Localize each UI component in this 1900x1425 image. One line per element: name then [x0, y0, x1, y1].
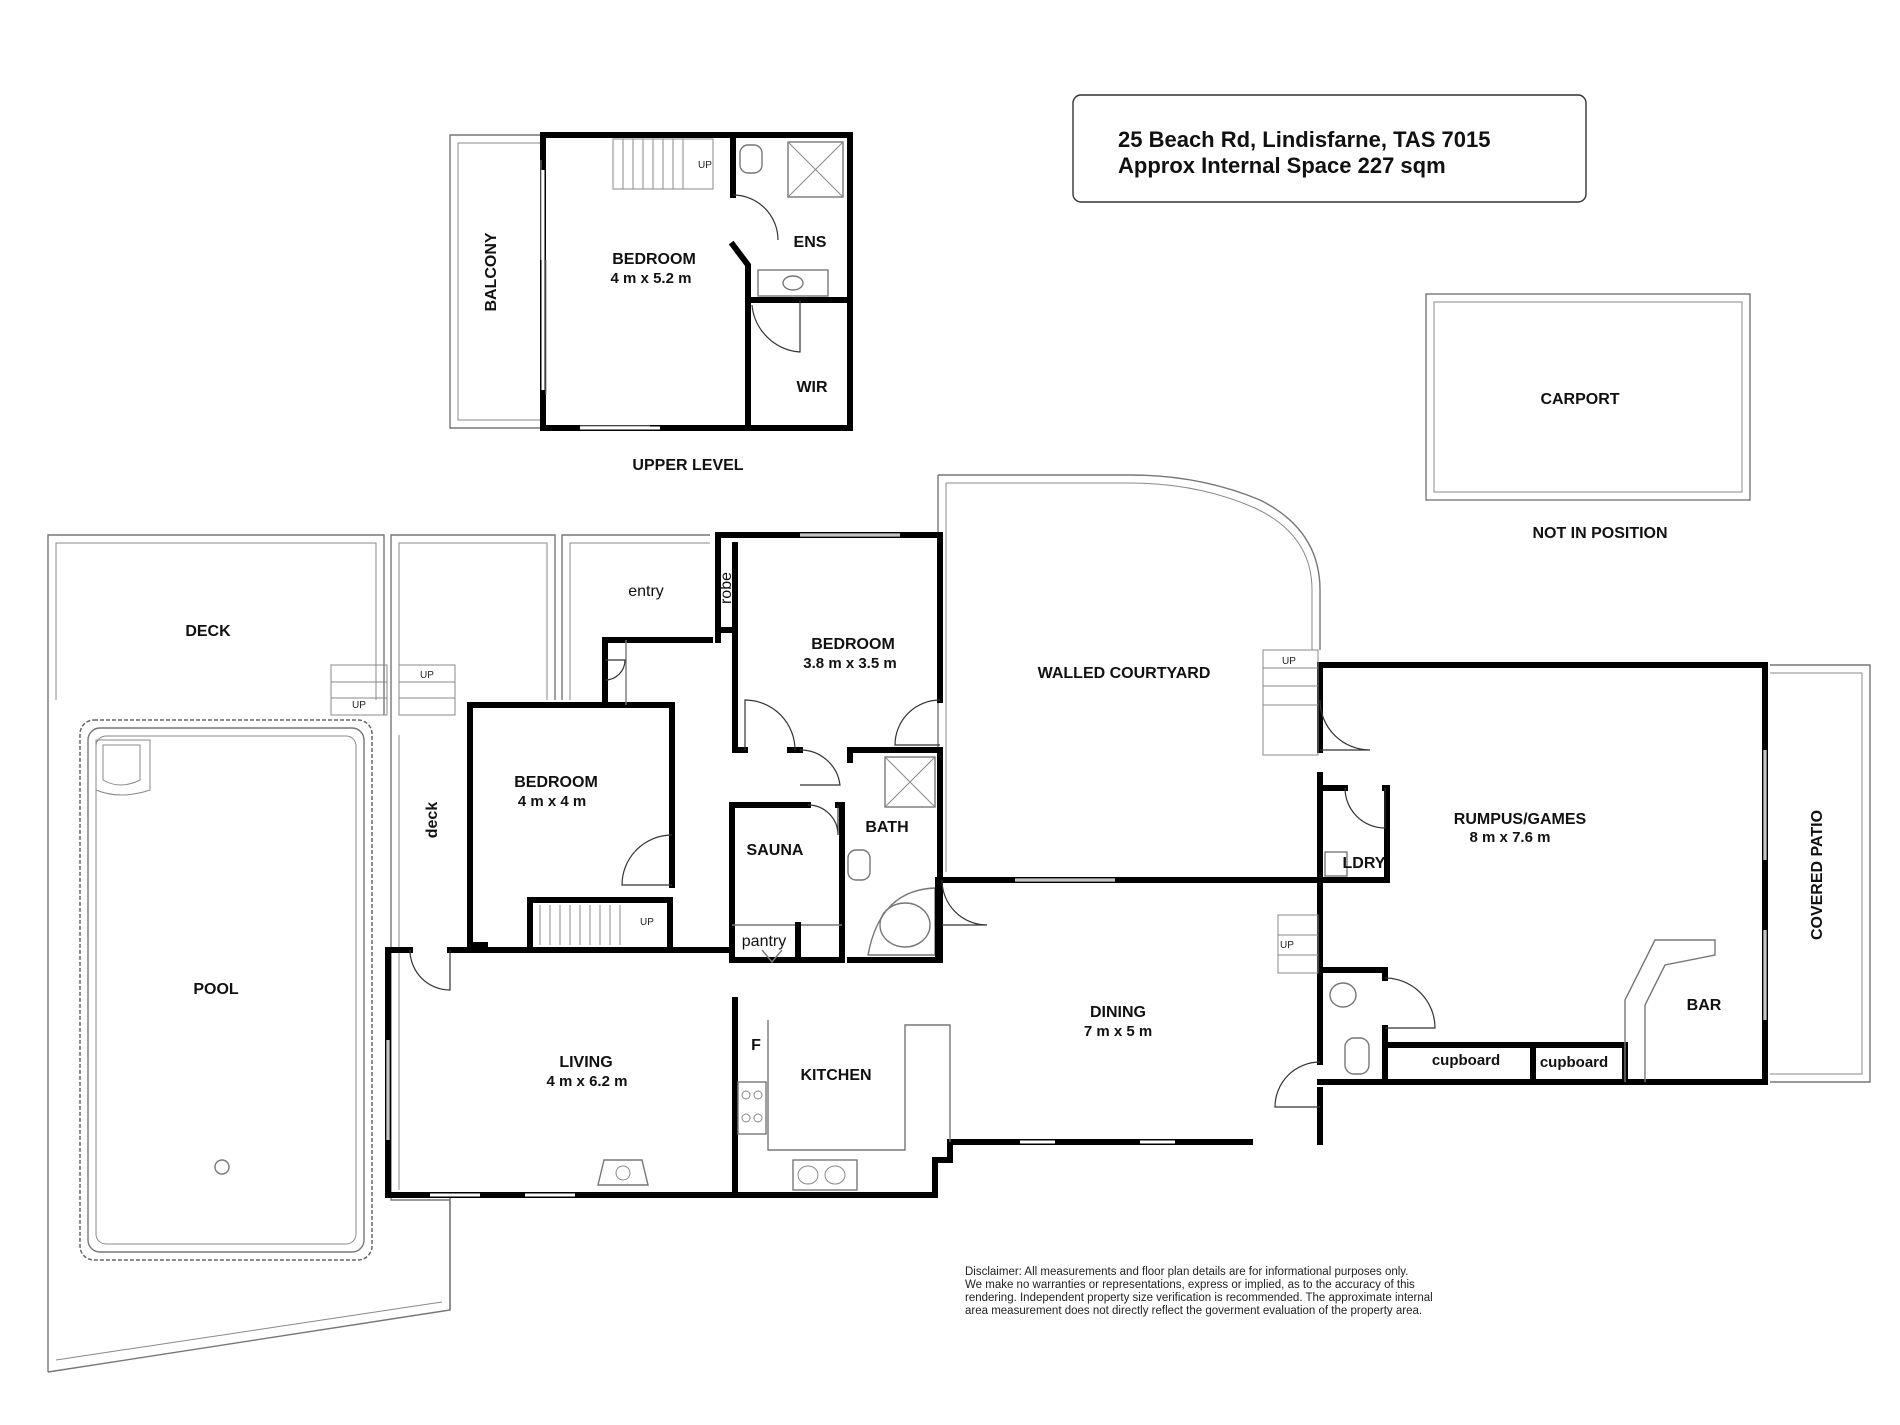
disclaimer-line: rendering. Independent property size ver… — [965, 1292, 1433, 1304]
ens-vanity — [757, 269, 829, 297]
door-swings — [409, 659, 1436, 1108]
wc-basin — [1329, 982, 1357, 1008]
ens-shower — [787, 141, 844, 198]
dining-dim: 7 m x 5 m — [1084, 1023, 1152, 1040]
ground-walls: UP — [385, 532, 1768, 1198]
ldry-label: LDRY — [1343, 855, 1386, 872]
ground-stairs: UP — [539, 905, 654, 945]
deck-steps: UP UP — [330, 664, 456, 716]
pantry-label: pantry — [742, 933, 786, 950]
wir-label: WIR — [796, 379, 828, 396]
disclaimer-line: We make no warranties or representations… — [965, 1279, 1415, 1291]
bedroom2-dim: 3.8 m x 3.5 m — [803, 655, 896, 672]
dining-step-up-label: UP — [1280, 940, 1294, 951]
bedroom1-label: BEDROOM — [514, 774, 598, 791]
robe-label: robe — [718, 572, 735, 604]
walled-courtyard-label: WALLED COURTYARD — [1038, 665, 1211, 682]
upper-stair-up-label: UP — [698, 160, 712, 171]
area-text: Approx Internal Space 227 sqm — [1118, 153, 1446, 178]
deck-step-up-right: UP — [420, 670, 434, 681]
ens-label: ENS — [794, 234, 827, 251]
disclaimer-line: Disclaimer: All measurements and floor p… — [965, 1266, 1409, 1278]
bedroom1-dim: 4 m x 4 m — [518, 793, 586, 810]
balcony-label: BALCONY — [483, 232, 500, 311]
upper-stairs: UP — [612, 138, 714, 190]
pantry-shelf — [761, 949, 783, 964]
pool-outline — [79, 719, 373, 1261]
carport-note: NOT IN POSITION — [1532, 525, 1667, 542]
bath-label: BATH — [865, 819, 908, 836]
sauna-label: SAUNA — [747, 842, 804, 859]
living-dim: 4 m x 6.2 m — [547, 1073, 628, 1090]
pool-drain — [214, 1159, 230, 1175]
bath-tub — [867, 887, 936, 956]
pool-label: POOL — [193, 981, 239, 998]
ground-stair-up-label: UP — [640, 917, 654, 928]
carport-label: CARPORT — [1540, 391, 1619, 408]
rumpus-dim: 8 m x 7.6 m — [1470, 829, 1551, 846]
deck-small-label: deck — [424, 802, 441, 839]
disclaimer-line: area measurement does not directly refle… — [965, 1305, 1423, 1317]
bath-shower — [884, 756, 936, 808]
kitchen-cooktop — [737, 1081, 767, 1135]
bar-counter — [1624, 939, 1716, 1082]
disclaimer: Disclaimer: All measurements and floor p… — [965, 1266, 1525, 1318]
deck-step-up-left: UP — [352, 700, 366, 711]
carport: CARPORT NOT IN POSITION — [1425, 293, 1751, 542]
bedroom2-label: BEDROOM — [811, 636, 895, 653]
fridge-label: F — [751, 1037, 761, 1054]
kitchen-label: KITCHEN — [800, 1067, 871, 1084]
deck-label: DECK — [185, 623, 231, 640]
bar-label: BAR — [1687, 997, 1722, 1014]
ens-toilet — [739, 144, 763, 174]
header-box — [1072, 94, 1587, 203]
rumpus-steps: UP UP — [1262, 649, 1319, 974]
living-label: LIVING — [559, 1054, 612, 1071]
entry-label: entry — [628, 583, 664, 600]
ldry-tub — [1324, 851, 1348, 877]
upper-level: UP BALCONY BEDROOM 4 m x 5.2 m ENS WIR U… — [449, 132, 853, 474]
wc-toilet — [1344, 1037, 1370, 1075]
rumpus-label: RUMPUS/GAMES — [1454, 811, 1587, 828]
rumpus-step-up-label: UP — [1282, 656, 1296, 667]
covered-patio-label: COVERED PATIO — [1809, 810, 1826, 940]
dining-label: DINING — [1090, 1004, 1146, 1021]
upper-bedroom-dim: 4 m x 5.2 m — [611, 270, 692, 287]
outdoor-areas: UP UP DECK deck POOL entry WALLED COURTY… — [47, 474, 1871, 1373]
bath-toilet — [847, 849, 871, 881]
fireplace — [597, 1159, 649, 1186]
cupboard1-label: cupboard — [1432, 1052, 1500, 1069]
kitchen-sink — [792, 1159, 858, 1191]
cupboard2-label: cupboard — [1540, 1054, 1608, 1071]
address-text: 25 Beach Rd, Lindisfarne, TAS 7015 — [1118, 127, 1491, 152]
upper-level-label: UPPER LEVEL — [632, 457, 743, 474]
upper-bedroom-label: BEDROOM — [612, 251, 696, 268]
